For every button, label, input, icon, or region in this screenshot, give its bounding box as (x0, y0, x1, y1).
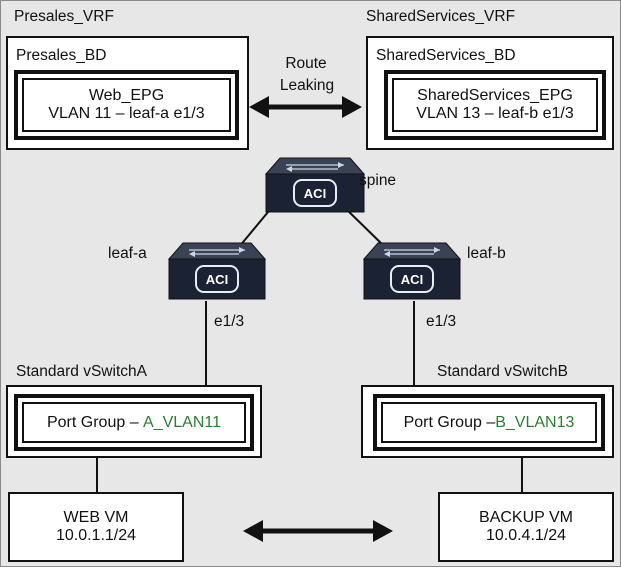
web-epg-vlan: VLAN 11 – leaf-a e1/3 (48, 105, 205, 122)
spine-label: spine (359, 172, 397, 189)
port-group-b-frame: Port Group –B_VLAN13 (373, 394, 605, 451)
port-group-a-prefix: Port Group – (46, 413, 144, 431)
port-group-a-name: A_VLAN11 (143, 413, 222, 431)
route-leaking-arrow (249, 96, 362, 118)
leaf-a-aci-badge: ACI (206, 272, 228, 287)
presales-bd-label: Presales_BD (16, 47, 107, 64)
port-group-b-box: Port Group –B_VLAN13 (381, 402, 597, 443)
web-epg-frame: Web_EPG VLAN 11 – leaf-a e1/3 (14, 70, 239, 140)
port-group-a-box: Port Group – A_VLAN11 (22, 402, 246, 443)
shared-bd-box: SharedServices_BD SharedServices_EPG VLA… (366, 36, 614, 150)
spine-aci-badge: ACI (304, 186, 326, 201)
web-vm-name: WEB VM (63, 508, 129, 526)
spine-leaf-b-link (342, 205, 386, 248)
leaf-a-label: leaf-a (108, 245, 147, 262)
vswitch-a-box: Port Group – A_VLAN11 (6, 385, 262, 458)
vswitch-a-label: Standard vSwitchA (16, 363, 147, 380)
backup-vm-box: BACKUP VM 10.0.4.1/24 (438, 492, 614, 562)
web-epg-box: Web_EPG VLAN 11 – leaf-a e1/3 (22, 78, 231, 132)
port-group-b-name: B_VLAN13 (495, 413, 575, 431)
port-group-b-prefix: Port Group – (403, 413, 496, 431)
route-leaking-label-line1: Route (285, 55, 327, 72)
shared-vrf-label: SharedServices_VRF (366, 8, 516, 25)
presales-bd-box: Presales_BD Web_EPG VLAN 11 – leaf-a e1/… (6, 36, 249, 150)
leaf-b-aci-badge: ACI (401, 272, 423, 287)
vswitch-b-label: Standard vSwitchB (437, 363, 568, 380)
leaf-b-port-label: e1/3 (426, 313, 457, 330)
shared-epg-frame: SharedServices_EPG VLAN 13 – leaf-b e1/3 (384, 70, 606, 140)
presales-vrf-label: Presales_VRF (14, 8, 114, 25)
shared-epg-name: SharedServices_EPG (417, 87, 573, 105)
port-group-a-frame: Port Group – A_VLAN11 (14, 394, 254, 451)
web-vm-box: WEB VM 10.0.1.1/24 (8, 492, 184, 562)
backup-vm-ip: 10.0.4.1/24 (485, 527, 567, 544)
route-leaking-label-line2: Leaking (279, 77, 335, 94)
shared-bd-label: SharedServices_BD (376, 47, 516, 64)
spine-leaf-a-link (238, 205, 274, 248)
vswitch-b-box: Port Group –B_VLAN13 (361, 385, 614, 458)
leaf-a-port-label: e1/3 (214, 313, 245, 330)
web-vm-ip: 10.0.1.1/24 (55, 527, 137, 544)
leaf-b-label: leaf-b (467, 245, 506, 262)
backup-vm-name: BACKUP VM (479, 508, 573, 526)
shared-epg-vlan: VLAN 13 – leaf-b e1/3 (416, 105, 574, 122)
shared-epg-box: SharedServices_EPG VLAN 13 – leaf-b e1/3 (392, 78, 598, 132)
web-epg-name: Web_EPG (88, 87, 165, 105)
vm-traffic-arrow (243, 520, 393, 542)
